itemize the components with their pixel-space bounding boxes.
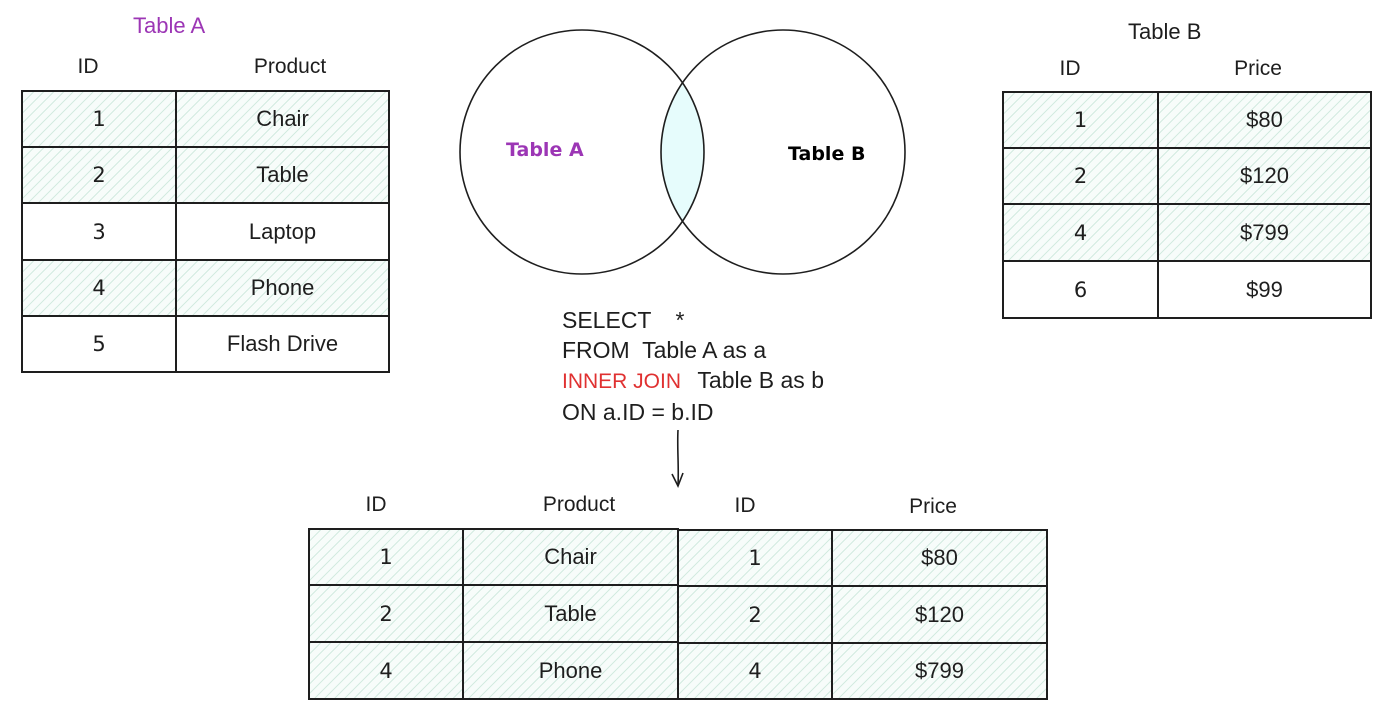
table-row: 4 $799 xyxy=(677,642,1048,700)
table-b-id-cell: 1 xyxy=(1002,91,1159,149)
table-a-product-cell: Chair xyxy=(175,90,390,148)
table-row: 4 $799 xyxy=(1002,203,1372,262)
result-price-cell: $799 xyxy=(831,642,1048,700)
result-price-cell: $80 xyxy=(831,529,1048,587)
result-header-b-id: ID xyxy=(734,494,756,517)
venn-label-b: Table B xyxy=(788,143,866,165)
table-row: 2 Table xyxy=(308,584,679,643)
table-b-header-price: Price xyxy=(1234,57,1282,80)
result-price-cell: $120 xyxy=(831,585,1048,644)
table-row: 6 $99 xyxy=(1002,260,1372,319)
down-arrow-icon xyxy=(671,429,684,488)
result-b-id-cell: 4 xyxy=(677,642,833,700)
result-header-a-id: ID xyxy=(365,493,387,516)
venn-diagram xyxy=(459,29,906,275)
sql-select-keyword: SELECT xyxy=(562,307,652,333)
result-a-id-cell: 2 xyxy=(308,584,464,643)
table-b-header-id: ID xyxy=(1059,57,1081,80)
table-row: 2 Table xyxy=(21,146,390,204)
result-a-id-cell: 4 xyxy=(308,641,464,700)
table-row: 4 Phone xyxy=(308,641,679,700)
venn-intersection xyxy=(661,30,704,274)
table-b-title: Table B xyxy=(1128,19,1202,44)
table-row: 2 $120 xyxy=(1002,147,1372,205)
sql-line-on: ON a.ID = b.ID xyxy=(562,399,714,425)
table-a-title: Table A xyxy=(133,13,206,38)
table-a-header-product: Product xyxy=(253,55,327,78)
result-b-id-cell: 2 xyxy=(677,585,833,644)
sql-join-keyword: INNER JOIN xyxy=(562,370,682,393)
result-header-price: Price xyxy=(909,495,957,518)
table-a-id-cell: 3 xyxy=(21,202,177,261)
table-row: 2 $120 xyxy=(677,585,1048,644)
sql-line-from: FROM Table A as a xyxy=(562,337,767,363)
table-row: 1 Chair xyxy=(308,528,679,586)
sql-query: SELECT * FROM Table A as a INNER JOIN Ta… xyxy=(562,305,824,427)
table-a-id-cell: 2 xyxy=(21,146,177,204)
table-a-id-cell: 1 xyxy=(21,90,177,148)
table-row: 1 $80 xyxy=(677,529,1048,587)
result-header-product: Product xyxy=(542,493,616,516)
table-a: 1 Chair 2 Table 3 Laptop 4 Phone 5 Flash… xyxy=(21,90,390,373)
venn-circle-a xyxy=(459,29,705,275)
table-b-price-cell: $99 xyxy=(1157,260,1372,319)
table-b-id-cell: 2 xyxy=(1002,147,1159,205)
table-a-header-id: ID xyxy=(77,55,99,78)
result-product-cell: Chair xyxy=(462,528,679,586)
result-product-cell: Table xyxy=(462,584,679,643)
result-product-cell: Phone xyxy=(462,641,679,700)
result-table-left: 1 Chair 2 Table 4 Phone xyxy=(308,528,679,700)
table-row: 4 Phone xyxy=(21,259,390,317)
sql-line-join: INNER JOIN Table B as b xyxy=(562,365,824,397)
table-row: 5 Flash Drive xyxy=(21,315,390,373)
table-b-id-cell: 4 xyxy=(1002,203,1159,262)
sql-line-select: SELECT * xyxy=(562,305,824,335)
table-a-id-cell: 4 xyxy=(21,259,177,317)
table-b-price-cell: $120 xyxy=(1157,147,1372,205)
table-a-id-cell: 5 xyxy=(21,315,177,373)
sql-join-rest: Table B as b xyxy=(697,367,824,393)
venn-circle-b xyxy=(660,29,906,275)
result-table-right: 1 $80 2 $120 4 $799 xyxy=(677,529,1048,700)
sql-select-star: * xyxy=(675,307,685,333)
table-row: 1 Chair xyxy=(21,90,390,148)
table-b-price-cell: $80 xyxy=(1157,91,1372,149)
result-b-id-cell: 1 xyxy=(677,529,833,587)
table-b-price-cell: $799 xyxy=(1157,203,1372,262)
result-a-id-cell: 1 xyxy=(308,528,464,586)
table-row: 3 Laptop xyxy=(21,202,390,261)
table-row: 1 $80 xyxy=(1002,91,1372,149)
table-a-product-cell: Laptop xyxy=(175,202,390,261)
table-a-product-cell: Table xyxy=(175,146,390,204)
table-b-id-cell: 6 xyxy=(1002,260,1159,319)
venn-label-a: Table A xyxy=(506,139,584,161)
table-a-product-cell: Flash Drive xyxy=(175,315,390,373)
table-b: 1 $80 2 $120 4 $799 6 $99 xyxy=(1002,91,1372,319)
table-a-product-cell: Phone xyxy=(175,259,390,317)
